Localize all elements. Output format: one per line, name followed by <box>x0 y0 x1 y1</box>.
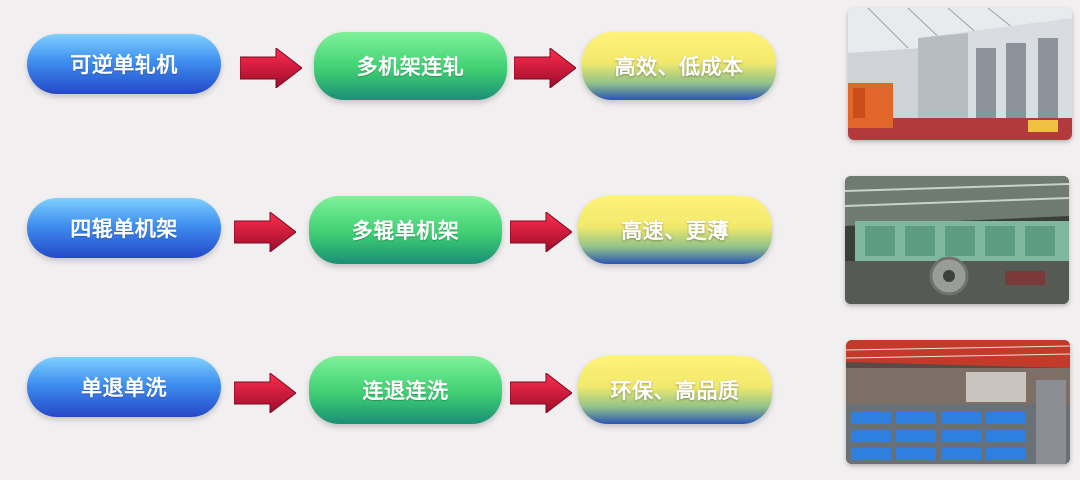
row3-middle-pill: 连退连洗 <box>309 356 502 424</box>
row1-result-label: 高效、低成本 <box>614 55 744 79</box>
arrow-right-icon <box>514 48 576 88</box>
row2-from-label: 四辊单机架 <box>70 217 178 241</box>
row3-from-label: 单退单洗 <box>81 376 167 400</box>
row3-result-pill: 环保、高品质 <box>578 356 772 424</box>
row3-factory-photo <box>846 340 1070 464</box>
row2-middle-pill: 多辊单机架 <box>309 196 502 264</box>
row2-result-pill: 高速、更薄 <box>578 196 772 264</box>
row3-from-pill: 单退单洗 <box>27 357 221 417</box>
cold-mill-image <box>845 176 1069 304</box>
rolling-mill-image <box>848 8 1072 140</box>
arrow-right-icon <box>510 212 572 252</box>
arrow-right-icon <box>240 48 302 88</box>
arrow-right-icon <box>234 373 296 413</box>
row2-factory-photo <box>845 176 1069 304</box>
arrow-right-icon <box>510 373 572 413</box>
coil-warehouse-image <box>846 340 1070 464</box>
row2-result-label: 高速、更薄 <box>621 219 729 243</box>
row1-from-pill: 可逆单轧机 <box>27 34 221 94</box>
row1-middle-pill: 多机架连轧 <box>314 32 507 100</box>
row1-result-pill: 高效、低成本 <box>582 32 776 100</box>
arrow-right-icon <box>234 212 296 252</box>
row3-result-label: 环保、高品质 <box>610 379 740 403</box>
row1-middle-label: 多机架连轧 <box>356 55 465 79</box>
row1-factory-photo <box>848 8 1072 140</box>
row1-from-label: 可逆单轧机 <box>70 53 178 77</box>
row3-middle-label: 连退连洗 <box>362 379 449 403</box>
row2-middle-label: 多辊单机架 <box>351 219 460 243</box>
row2-from-pill: 四辊单机架 <box>27 198 221 258</box>
